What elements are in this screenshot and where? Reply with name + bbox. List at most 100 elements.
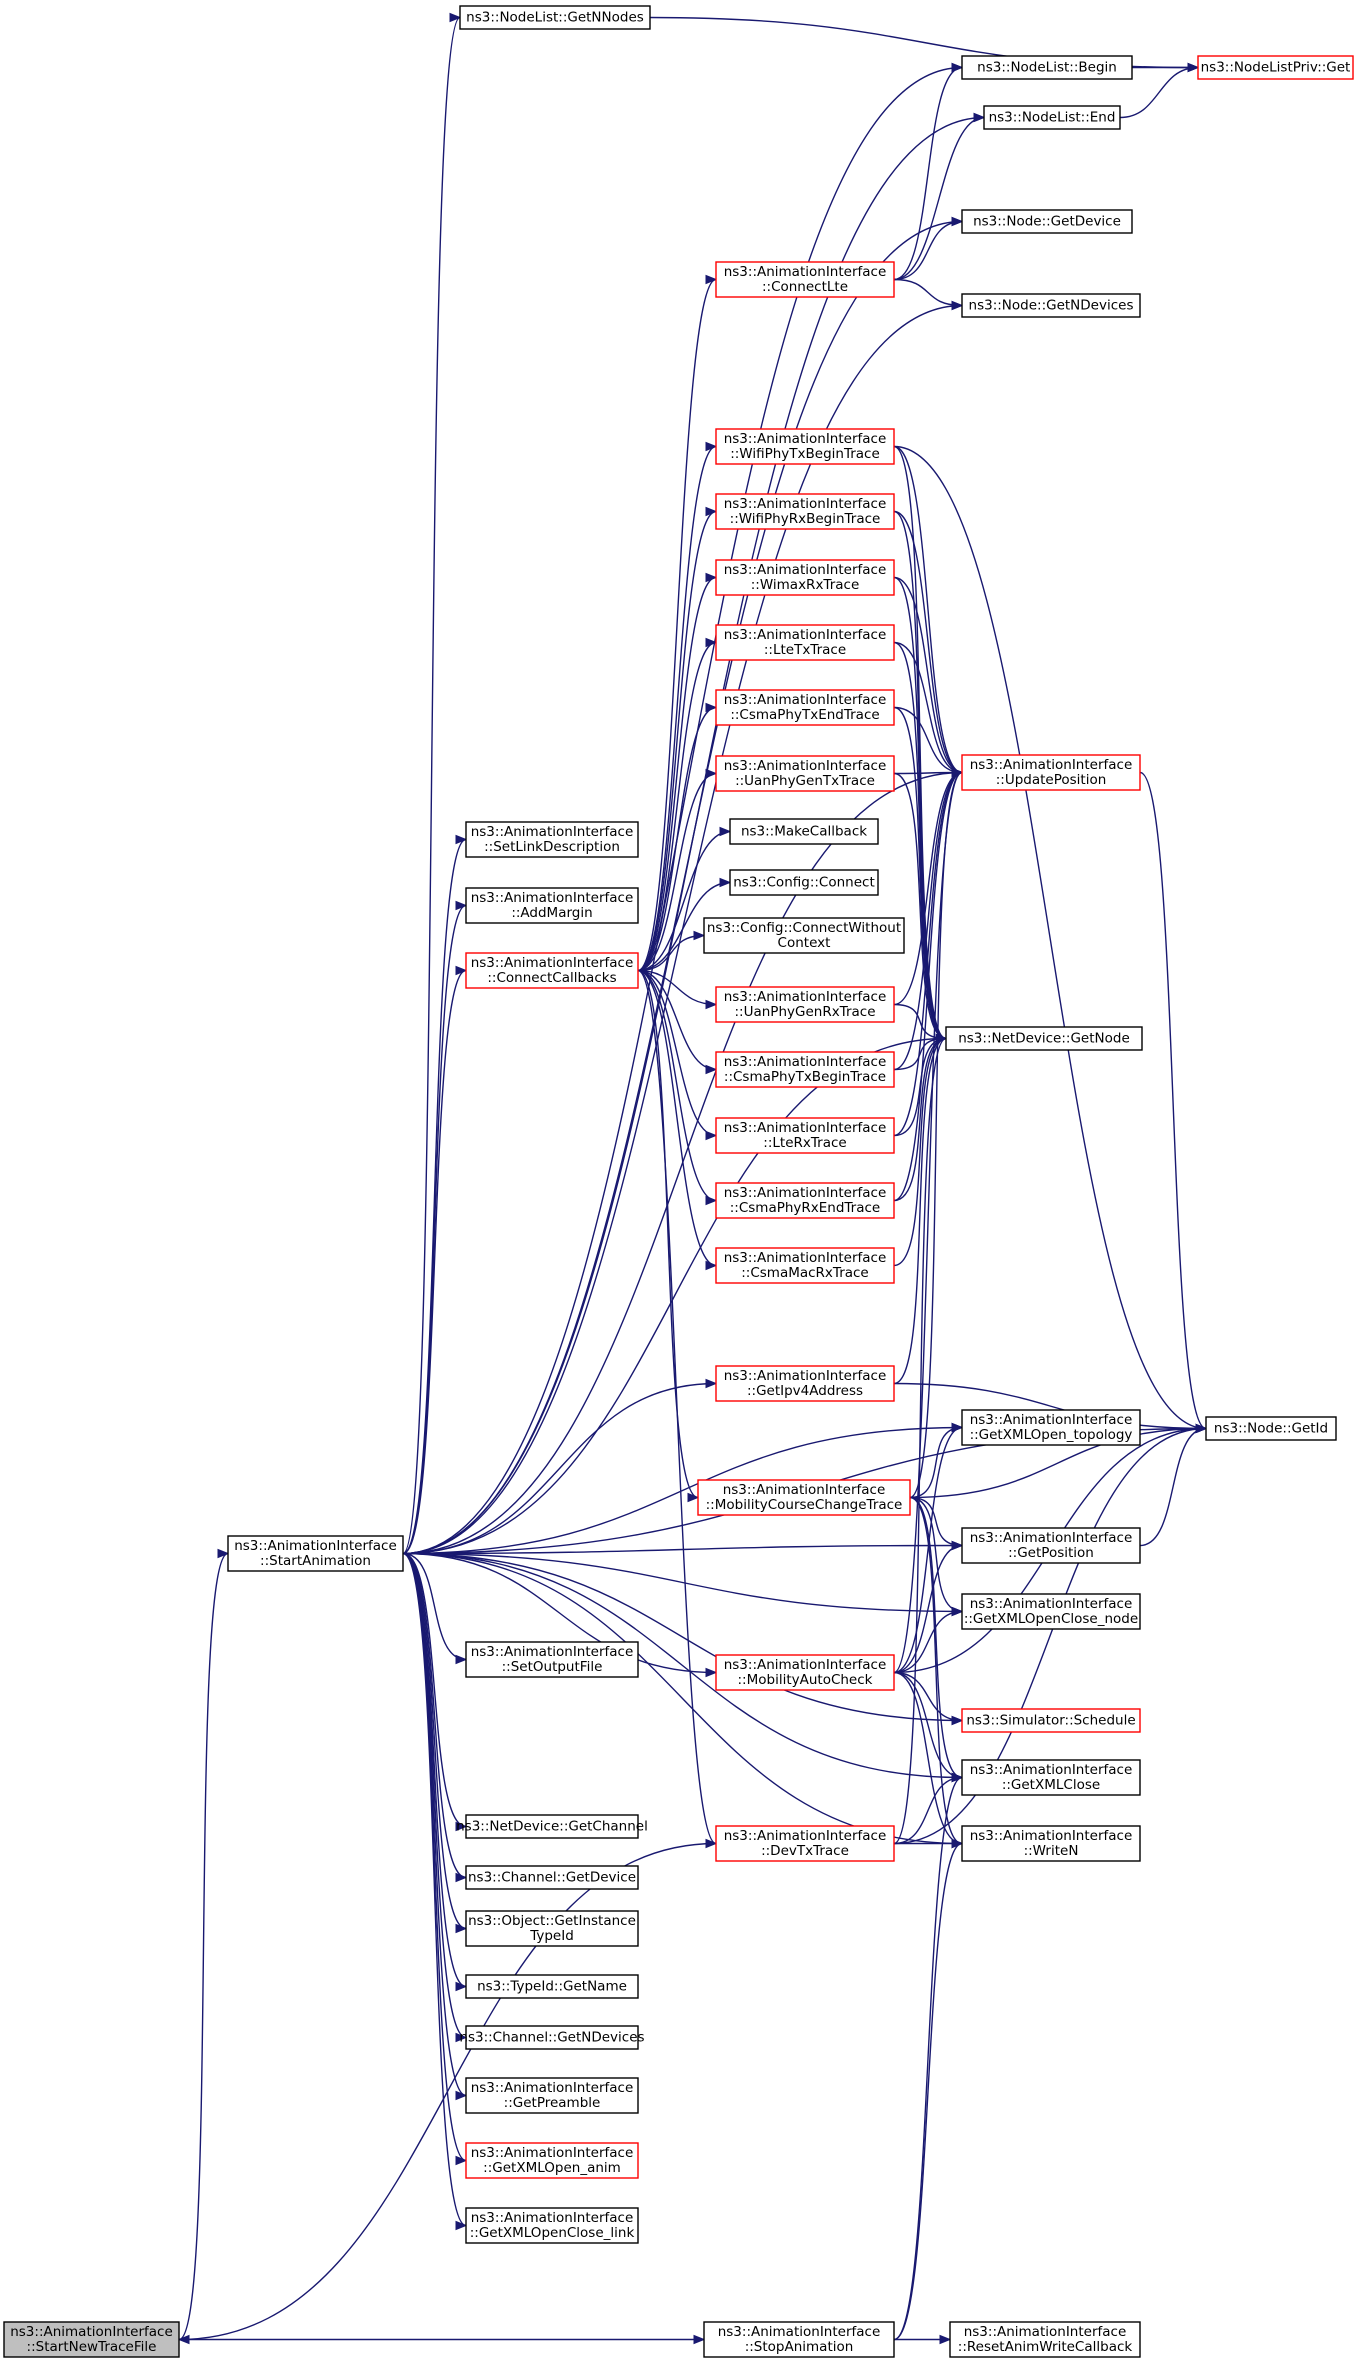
node-box[interactable] [465, 1865, 639, 1890]
node-box[interactable] [715, 493, 895, 530]
node-nodeGetNDevices[interactable]: ns3::Node::GetNDevices [961, 293, 1141, 318]
node-box[interactable] [465, 1974, 639, 1999]
node-getXMLOpenCloseLink[interactable]: ns3::AnimationInterface::GetXMLOpenClose… [465, 2207, 639, 2244]
node-box[interactable] [715, 559, 895, 596]
node-box[interactable] [697, 1479, 911, 1516]
node-box[interactable] [961, 1593, 1141, 1630]
node-connectCallbacks[interactable]: ns3::AnimationInterface::ConnectCallback… [465, 952, 639, 989]
node-box[interactable] [1197, 55, 1354, 80]
node-devTxTrace[interactable]: ns3::AnimationInterface::DevTxTrace [715, 1825, 895, 1862]
node-getXMLOpenCloseNode[interactable]: ns3::AnimationInterface::GetXMLOpenClose… [961, 1593, 1141, 1630]
node-box[interactable] [961, 754, 1141, 791]
node-box[interactable] [465, 952, 639, 989]
node-csmaMacRx[interactable]: ns3::AnimationInterface::CsmaMacRxTrace [715, 1247, 895, 1284]
node-channelGetDevice[interactable]: ns3::Channel::GetDevice [465, 1865, 639, 1890]
node-box[interactable] [961, 1527, 1141, 1564]
node-box[interactable] [729, 818, 879, 845]
node-mobilityAutoCheck[interactable]: ns3::AnimationInterface::MobilityAutoChe… [715, 1654, 895, 1691]
node-box[interactable] [961, 1708, 1141, 1733]
node-box[interactable] [715, 1247, 895, 1284]
node-netDeviceGetChannel[interactable]: ns3::NetDevice::GetChannel [456, 1814, 648, 1839]
node-box[interactable] [465, 887, 639, 924]
node-getXMLClose[interactable]: ns3::AnimationInterface::GetXMLClose [961, 1759, 1141, 1796]
node-box[interactable] [715, 1182, 895, 1219]
node-box[interactable] [949, 2321, 1141, 2358]
node-box[interactable] [945, 1026, 1143, 1051]
node-box[interactable] [983, 105, 1121, 130]
node-csmaPhyTxEnd[interactable]: ns3::AnimationInterface::CsmaPhyTxEndTra… [715, 689, 895, 726]
node-setOutputFile[interactable]: ns3::AnimationInterface::SetOutputFile [465, 1641, 639, 1678]
node-box[interactable] [715, 624, 895, 661]
node-box[interactable] [465, 1641, 639, 1678]
node-wifiPhyTxBegin[interactable]: ns3::AnimationInterface::WifiPhyTxBeginT… [715, 428, 895, 465]
node-configConnect[interactable]: ns3::Config::Connect [729, 869, 879, 896]
node-uanPhyGenTx[interactable]: ns3::AnimationInterface::UanPhyGenTxTrac… [715, 755, 895, 792]
node-nodeListGetN[interactable]: ns3::NodeList::GetNNodes [459, 5, 651, 30]
node-connectLte[interactable]: ns3::AnimationInterface::ConnectLte [715, 261, 895, 298]
node-box[interactable] [465, 2025, 639, 2050]
node-simulatorSchedule[interactable]: ns3::Simulator::Schedule [961, 1708, 1141, 1733]
node-box[interactable] [703, 917, 905, 954]
node-getPreamble[interactable]: ns3::AnimationInterface::GetPreamble [465, 2077, 639, 2114]
node-box[interactable] [715, 1654, 895, 1691]
node-stopAnimation[interactable]: ns3::AnimationInterface::StopAnimation [703, 2321, 895, 2358]
node-box[interactable] [715, 428, 895, 465]
node-csmaPhyTxBegin[interactable]: ns3::AnimationInterface::CsmaPhyTxBeginT… [715, 1051, 895, 1088]
node-lteRx[interactable]: ns3::AnimationInterface::LteRxTrace [715, 1117, 895, 1154]
node-startAnimation[interactable]: ns3::AnimationInterface::StartAnimation [227, 1535, 404, 1572]
node-getXMLOpenAnim[interactable]: ns3::AnimationInterface::GetXMLOpen_anim [465, 2142, 639, 2179]
node-box[interactable] [961, 55, 1133, 80]
node-box[interactable] [961, 1409, 1141, 1446]
node-box[interactable] [465, 1910, 639, 1947]
node-box[interactable] [465, 2142, 639, 2179]
node-uanPhyGenRx[interactable]: ns3::AnimationInterface::UanPhyGenRxTrac… [715, 986, 895, 1023]
node-csmaPhyRxEnd[interactable]: ns3::AnimationInterface::CsmaPhyRxEndTra… [715, 1182, 895, 1219]
node-typeIdGetName[interactable]: ns3::TypeId::GetName [465, 1974, 639, 1999]
node-makeCallback[interactable]: ns3::MakeCallback [729, 818, 879, 845]
node-box[interactable] [715, 261, 895, 298]
node-box[interactable] [961, 209, 1133, 234]
node-box[interactable] [703, 2321, 895, 2358]
node-getXMLOpenTopology[interactable]: ns3::AnimationInterface::GetXMLOpen_topo… [961, 1409, 1141, 1446]
node-updatePosition[interactable]: ns3::AnimationInterface::UpdatePosition [961, 754, 1141, 791]
node-wifiPhyRxBegin[interactable]: ns3::AnimationInterface::WifiPhyRxBeginT… [715, 493, 895, 530]
node-box[interactable] [465, 821, 639, 858]
node-getPosition[interactable]: ns3::AnimationInterface::GetPosition [961, 1527, 1141, 1564]
node-channelGetNDevices[interactable]: ns3::Channel::GetNDevices [459, 2025, 645, 2050]
node-box[interactable] [961, 1825, 1141, 1862]
node-resetAnimWrite[interactable]: ns3::AnimationInterface::ResetAnimWriteC… [949, 2321, 1141, 2358]
node-nodeGetId[interactable]: ns3::Node::GetId [1205, 1416, 1337, 1441]
node-getIpv4Address[interactable]: ns3::AnimationInterface::GetIpv4Address [715, 1365, 895, 1402]
node-box[interactable] [715, 1825, 895, 1862]
node-nodeListBegin[interactable]: ns3::NodeList::Begin [961, 55, 1133, 80]
node-box[interactable] [715, 755, 895, 792]
node-nodeListPrivGet[interactable]: ns3::NodeListPriv::Get [1197, 55, 1354, 80]
node-box[interactable] [1205, 1416, 1337, 1441]
node-nodeGetDevice[interactable]: ns3::Node::GetDevice [961, 209, 1133, 234]
node-box[interactable] [715, 1365, 895, 1402]
node-box[interactable] [227, 1535, 404, 1572]
node-mobilityCourseChange[interactable]: ns3::AnimationInterface::MobilityCourseC… [697, 1479, 911, 1516]
node-box[interactable] [729, 869, 879, 896]
node-box[interactable] [465, 2207, 639, 2244]
node-writeN[interactable]: ns3::AnimationInterface::WriteN [961, 1825, 1141, 1862]
node-box[interactable] [961, 1759, 1141, 1796]
node-box[interactable] [465, 1814, 639, 1839]
node-lteTx[interactable]: ns3::AnimationInterface::LteTxTrace [715, 624, 895, 661]
node-box[interactable] [715, 1117, 895, 1154]
node-startNewTraceFile[interactable]: ns3::AnimationInterface::StartNewTraceFi… [3, 2321, 180, 2358]
node-box[interactable] [715, 986, 895, 1023]
node-box[interactable] [715, 1051, 895, 1088]
node-setLinkDescription[interactable]: ns3::AnimationInterface::SetLinkDescript… [465, 821, 639, 858]
node-nodeListEnd[interactable]: ns3::NodeList::End [983, 105, 1121, 130]
node-wimaxRx[interactable]: ns3::AnimationInterface::WimaxRxTrace [715, 559, 895, 596]
node-box[interactable] [961, 293, 1141, 318]
node-netDeviceGetNode[interactable]: ns3::NetDevice::GetNode [945, 1026, 1143, 1051]
node-addMargin[interactable]: ns3::AnimationInterface::AddMargin [465, 887, 639, 924]
node-box[interactable] [3, 2321, 180, 2358]
node-box[interactable] [465, 2077, 639, 2114]
node-box[interactable] [459, 5, 651, 30]
node-box[interactable] [715, 689, 895, 726]
